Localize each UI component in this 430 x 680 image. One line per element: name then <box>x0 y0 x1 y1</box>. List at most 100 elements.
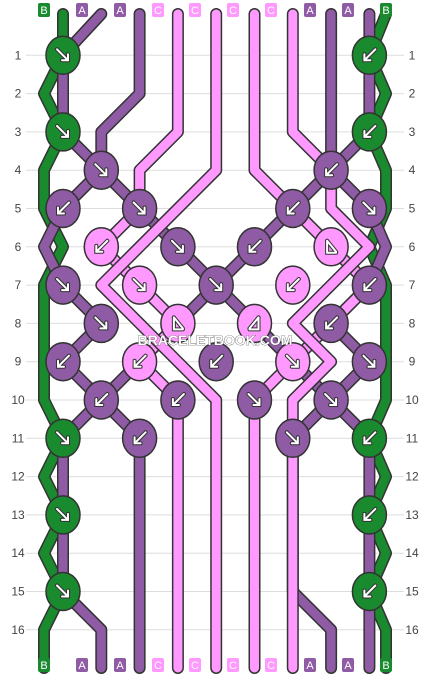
knot <box>45 35 81 76</box>
knot <box>351 341 388 382</box>
thread-end-label: A <box>78 660 86 672</box>
arrow-icon <box>56 124 69 138</box>
thread-end-swatch <box>265 3 277 17</box>
thread-end-swatch <box>189 3 201 17</box>
thread-end-label: B <box>40 5 47 17</box>
arrow-icon <box>57 354 70 368</box>
knot <box>351 188 388 229</box>
row-label-left: 4 <box>15 163 22 177</box>
knot <box>313 380 349 420</box>
knot <box>83 227 120 267</box>
thread-end-label: C <box>154 660 162 672</box>
row-label-left: 6 <box>15 240 22 254</box>
thread-end-label: B <box>382 660 389 672</box>
knot <box>236 227 273 267</box>
knot <box>45 495 81 535</box>
thread-end-label: A <box>116 660 124 672</box>
thread-strands <box>38 8 392 674</box>
knot <box>160 303 196 344</box>
row-label-left: 8 <box>15 316 22 330</box>
arrow-icon <box>285 354 299 368</box>
row-label-right: 4 <box>409 163 416 177</box>
row-label-right: 9 <box>409 355 416 369</box>
knot <box>351 112 388 152</box>
knot <box>121 265 158 305</box>
row-label-right: 1 <box>409 48 416 62</box>
thread-end-swatch <box>342 658 354 672</box>
arrow-icon <box>248 239 262 253</box>
knot <box>198 265 234 305</box>
row-label-left: 16 <box>11 623 25 637</box>
thread-end-label: A <box>344 660 352 672</box>
knot <box>121 188 158 229</box>
knot <box>275 418 311 459</box>
thread-end-label: C <box>154 5 162 17</box>
knot <box>45 265 81 305</box>
knot <box>83 150 120 190</box>
thread-end-swatch <box>304 658 316 672</box>
watermark-text: BRACELETBOOK.COM <box>138 332 293 348</box>
knot <box>351 418 388 459</box>
thread-end-label: A <box>306 5 314 17</box>
row-label-right: 7 <box>409 278 416 292</box>
thread-end-swatch <box>227 658 239 672</box>
arrow-icon <box>133 354 147 368</box>
knot <box>351 35 388 76</box>
arrow-icon <box>170 239 184 253</box>
row-label-left: 12 <box>11 470 25 484</box>
thread-end-swatch <box>304 3 316 17</box>
thread-end-swatch <box>152 658 164 672</box>
knot <box>313 303 349 344</box>
arrow-icon <box>57 201 70 215</box>
thread-end-label: C <box>267 660 275 672</box>
row-label-left: 15 <box>11 585 25 599</box>
knot <box>45 112 81 152</box>
row-label-left: 13 <box>11 508 25 522</box>
arrow-icon <box>94 163 108 177</box>
row-label-right: 12 <box>405 470 419 484</box>
row-label-left: 7 <box>15 278 22 292</box>
arrow-icon <box>248 316 260 331</box>
arrow-icon <box>363 48 377 62</box>
knot <box>45 418 81 459</box>
knot <box>275 341 311 382</box>
row-label-right: 14 <box>405 546 419 560</box>
arrow-icon <box>363 431 377 445</box>
row-label-right: 8 <box>409 316 416 330</box>
knot <box>160 380 196 420</box>
thread-end-swatch <box>76 3 88 17</box>
arrow-icon <box>95 239 109 253</box>
knot <box>351 265 388 305</box>
thread-end-swatch <box>152 3 164 17</box>
knot <box>351 495 388 535</box>
arrow-icon <box>286 278 300 292</box>
thread-end-swatch <box>114 658 126 672</box>
knot <box>83 303 120 344</box>
row-label-right: 5 <box>409 202 416 216</box>
thread-end-label: B <box>382 5 389 17</box>
row-label-right: 2 <box>409 87 416 101</box>
thread-end-swatch <box>38 3 50 17</box>
row-label-right: 11 <box>406 431 419 445</box>
knot <box>45 341 81 382</box>
knot <box>160 227 196 267</box>
row-label-right: 6 <box>409 240 416 254</box>
row-label-right: 13 <box>405 508 419 522</box>
row-label-left: 5 <box>15 202 22 216</box>
arrow-icon <box>325 316 339 330</box>
knot <box>275 188 311 229</box>
thread-end-label: C <box>229 5 237 17</box>
arrow-icon <box>132 278 146 292</box>
row-label-left: 14 <box>11 546 25 560</box>
thread-end-label: C <box>191 5 199 17</box>
knot <box>236 380 273 420</box>
row-label-right: 15 <box>405 585 419 599</box>
knot <box>45 571 81 612</box>
arrow-icon <box>324 393 338 406</box>
strand-C <box>96 9 221 673</box>
thread-end-label: B <box>40 660 47 672</box>
row-label-left: 1 <box>15 48 22 62</box>
knot <box>236 303 273 344</box>
arrow-icon <box>172 316 184 331</box>
